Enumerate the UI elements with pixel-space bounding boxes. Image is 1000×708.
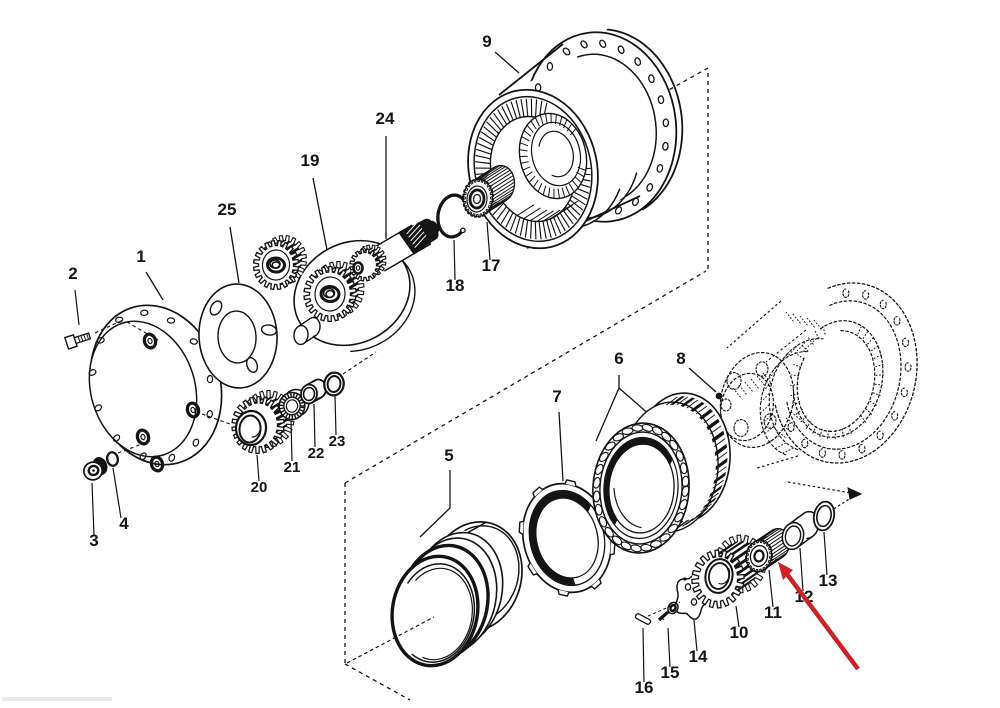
svg-text:6: 6 — [614, 349, 623, 368]
svg-text:5: 5 — [444, 446, 453, 465]
svg-text:7: 7 — [552, 387, 561, 406]
svg-text:20: 20 — [251, 479, 268, 496]
svg-text:19: 19 — [301, 151, 320, 170]
svg-text:1: 1 — [136, 247, 145, 266]
svg-text:14: 14 — [689, 647, 708, 666]
svg-text:13: 13 — [819, 571, 838, 590]
svg-text:17: 17 — [482, 256, 501, 275]
svg-text:8: 8 — [676, 349, 685, 368]
svg-text:21: 21 — [284, 459, 301, 476]
svg-text:25: 25 — [218, 200, 237, 219]
svg-text:9: 9 — [482, 32, 491, 51]
svg-text:2: 2 — [68, 264, 77, 283]
svg-text:24: 24 — [376, 109, 395, 128]
svg-text:22: 22 — [308, 445, 325, 462]
svg-text:23: 23 — [329, 433, 346, 450]
